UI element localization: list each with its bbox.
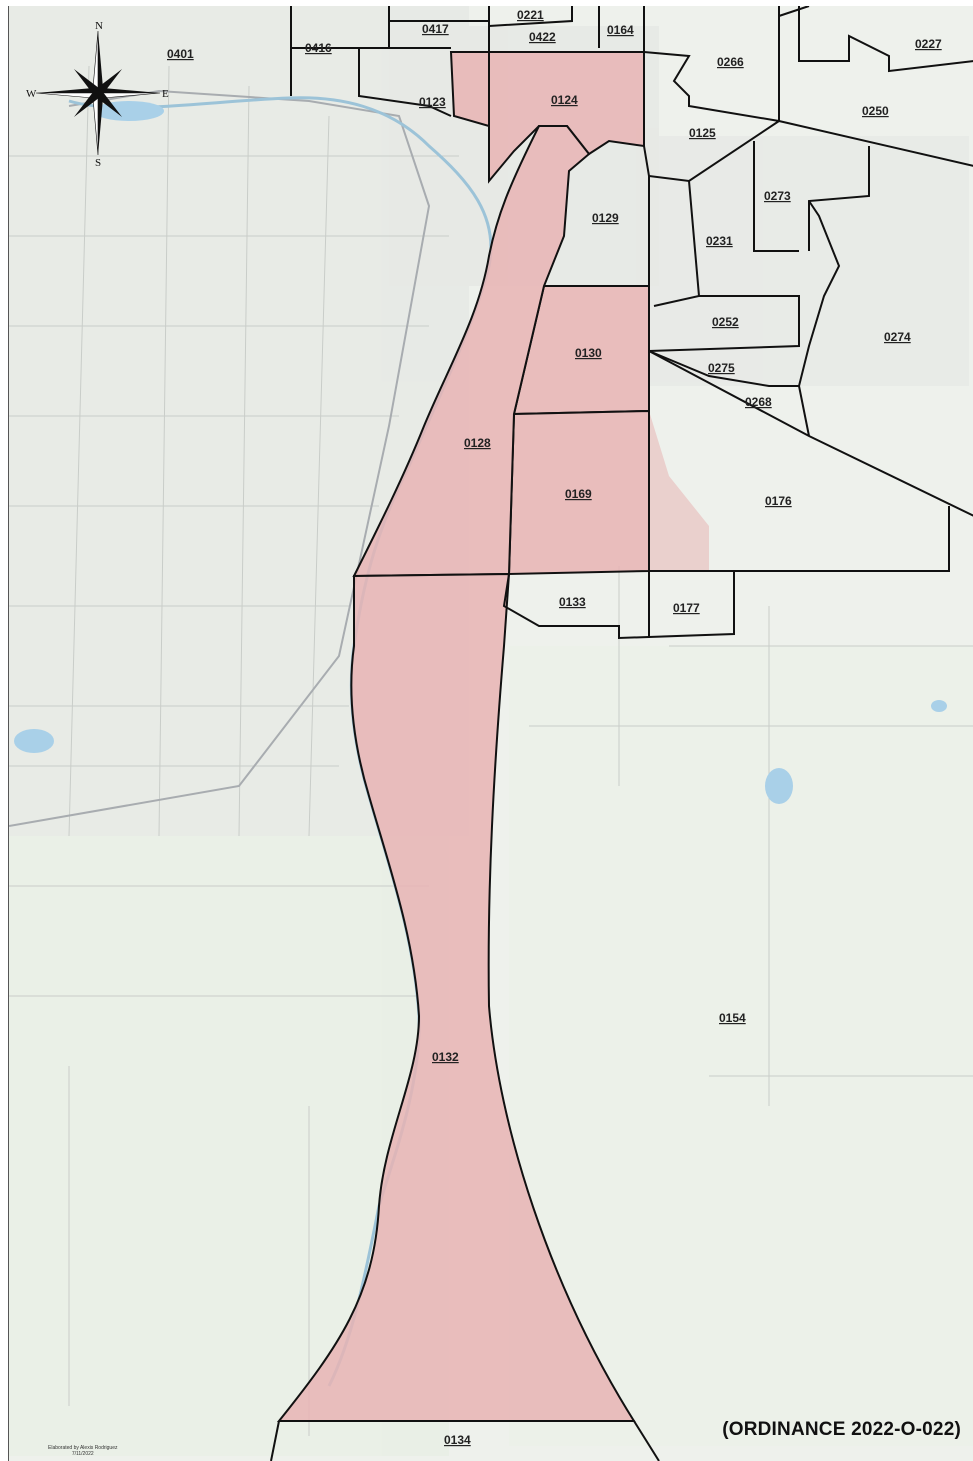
label-0164[interactable]: 0164 [607,23,634,37]
label-0154[interactable]: 0154 [719,1011,746,1025]
compass-east: E [162,88,169,100]
label-0401[interactable]: 0401 [167,47,194,61]
basemap-highway [9,89,431,827]
label-0268[interactable]: 0268 [745,395,772,409]
precinct-boundaries [270,6,973,1461]
label-0125[interactable]: 0125 [689,126,716,140]
precinct-map: 0401 0416 0417 0221 0422 0164 0266 0227 … [8,6,973,1461]
label-0130[interactable]: 0130 [575,346,602,360]
label-0132[interactable]: 0132 [432,1050,459,1064]
precinct-labels: 0401 0416 0417 0221 0422 0164 0266 0227 … [167,8,942,1447]
label-0250[interactable]: 0250 [862,104,889,118]
water-bodies [14,101,947,804]
map-canvas: 0401 0416 0417 0221 0422 0164 0266 0227 … [9,6,973,1461]
label-0221[interactable]: 0221 [517,8,544,22]
label-0129[interactable]: 0129 [592,211,619,225]
label-0275[interactable]: 0275 [708,361,735,375]
label-0417[interactable]: 0417 [422,22,449,36]
label-0123[interactable]: 0123 [419,95,446,109]
highlighted-precincts [276,51,709,1422]
ordinance-label: (ORDINANCE 2022-O-022) [722,1419,961,1440]
label-0133[interactable]: 0133 [559,595,586,609]
label-0227[interactable]: 0227 [915,37,942,51]
credit-label: Elaborated by Alexis Rodriguez 7/11/2022 [48,1445,118,1457]
compass-north: N [95,20,103,32]
label-0128[interactable]: 0128 [464,436,491,450]
label-0422[interactable]: 0422 [529,30,556,44]
label-0231[interactable]: 0231 [706,234,733,248]
credit-date: 7/11/2022 [71,1451,94,1457]
label-0274[interactable]: 0274 [884,330,911,344]
label-0416[interactable]: 0416 [305,41,332,55]
label-0124[interactable]: 0124 [551,93,578,107]
label-0252[interactable]: 0252 [712,315,739,329]
precinct-0169-east-area [649,411,709,571]
label-0169[interactable]: 0169 [565,487,592,501]
compass-rose-icon: N S W E [26,20,169,169]
credit-author: Elaborated by Alexis Rodriguez [48,1445,118,1451]
label-0177[interactable]: 0177 [673,601,700,615]
precinct-0132-area[interactable] [276,572,636,1422]
label-0134[interactable]: 0134 [444,1433,471,1447]
compass-west: W [26,88,37,100]
label-0273[interactable]: 0273 [764,189,791,203]
compass-south: S [95,157,101,169]
label-0266[interactable]: 0266 [717,55,744,69]
label-0176[interactable]: 0176 [765,494,792,508]
